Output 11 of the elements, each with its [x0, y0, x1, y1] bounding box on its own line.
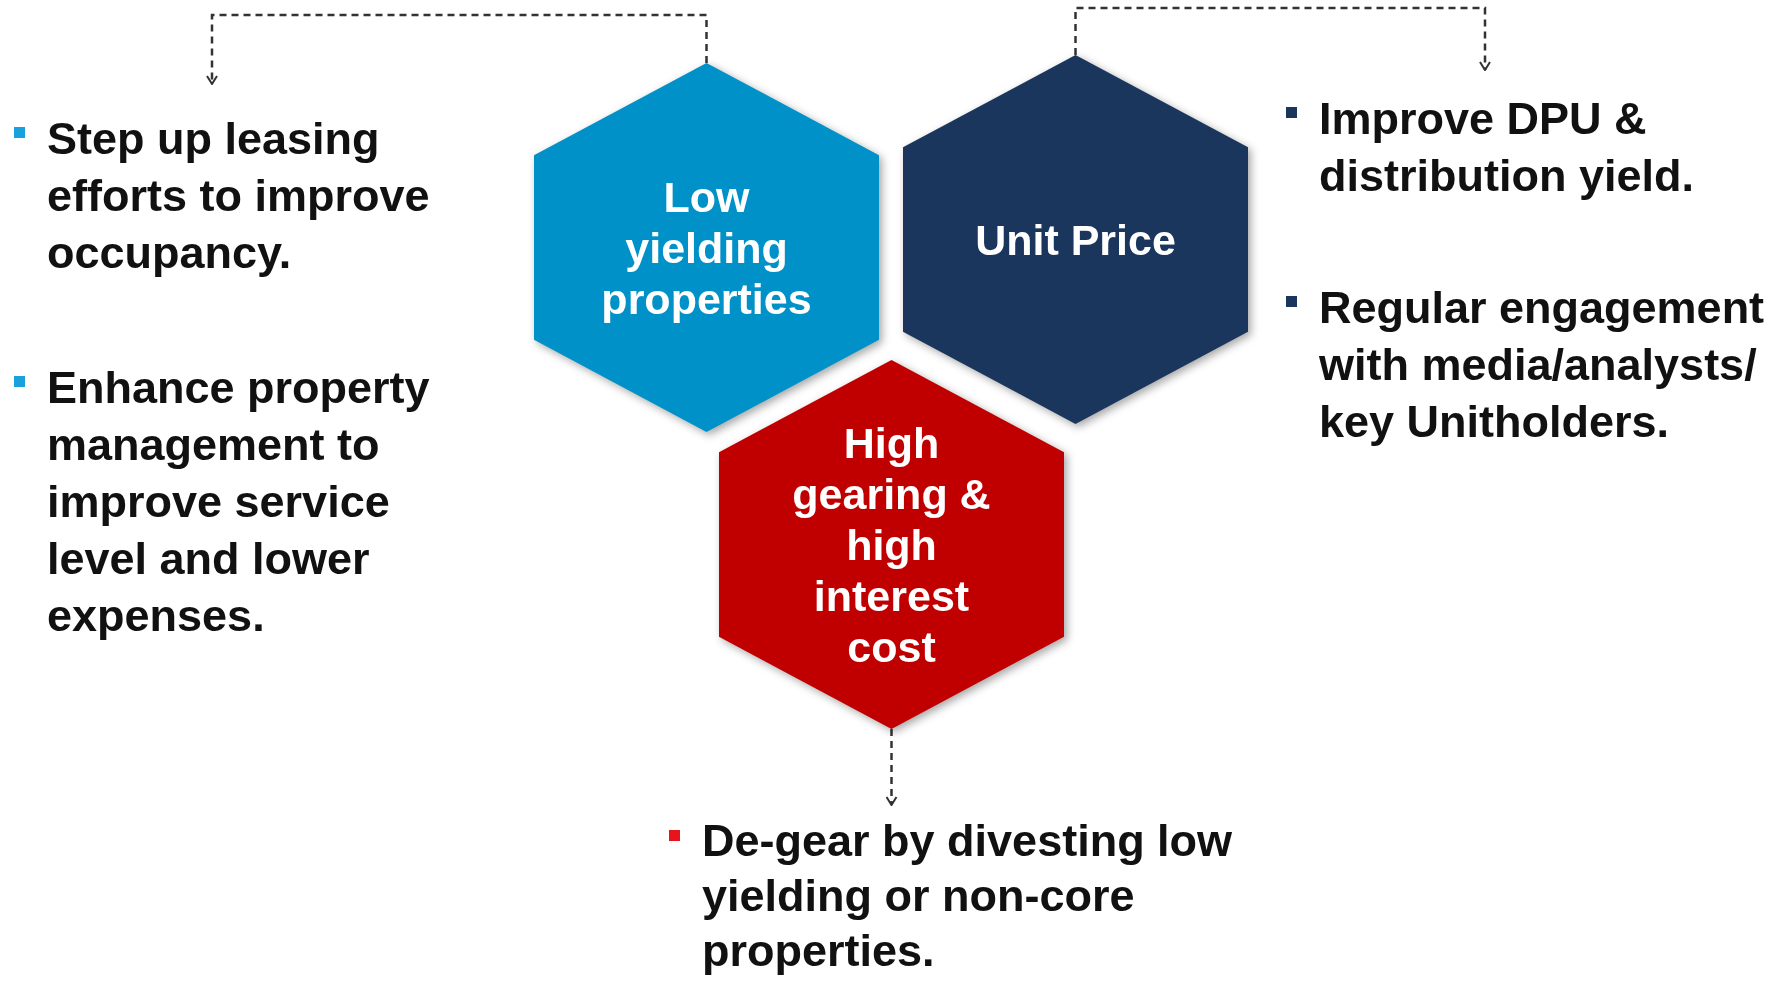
bullet-text: Step up leasing efforts to improve occupancy. — [47, 112, 431, 280]
arrow — [206, 13, 708, 85]
arrow — [1074, 6, 1491, 71]
hexagon-label: High gearing & high interest cost — [791, 417, 992, 672]
hexagon-label: Unit Price — [974, 214, 1177, 265]
bullet-text: Improve DPU & distribution yield. — [1319, 92, 1695, 203]
bullet-text: Enhance property management to improve service level and lower expenses. — [47, 361, 431, 643]
arrow — [885, 729, 898, 806]
bullet-text: Regular engagement with media/analysts/ key Unitholders. — [1319, 281, 1766, 449]
bullet-text: De-gear by divesting low yielding or non-core properties. — [702, 814, 1234, 978]
hexagon-label: Low yielding properties — [600, 171, 813, 324]
